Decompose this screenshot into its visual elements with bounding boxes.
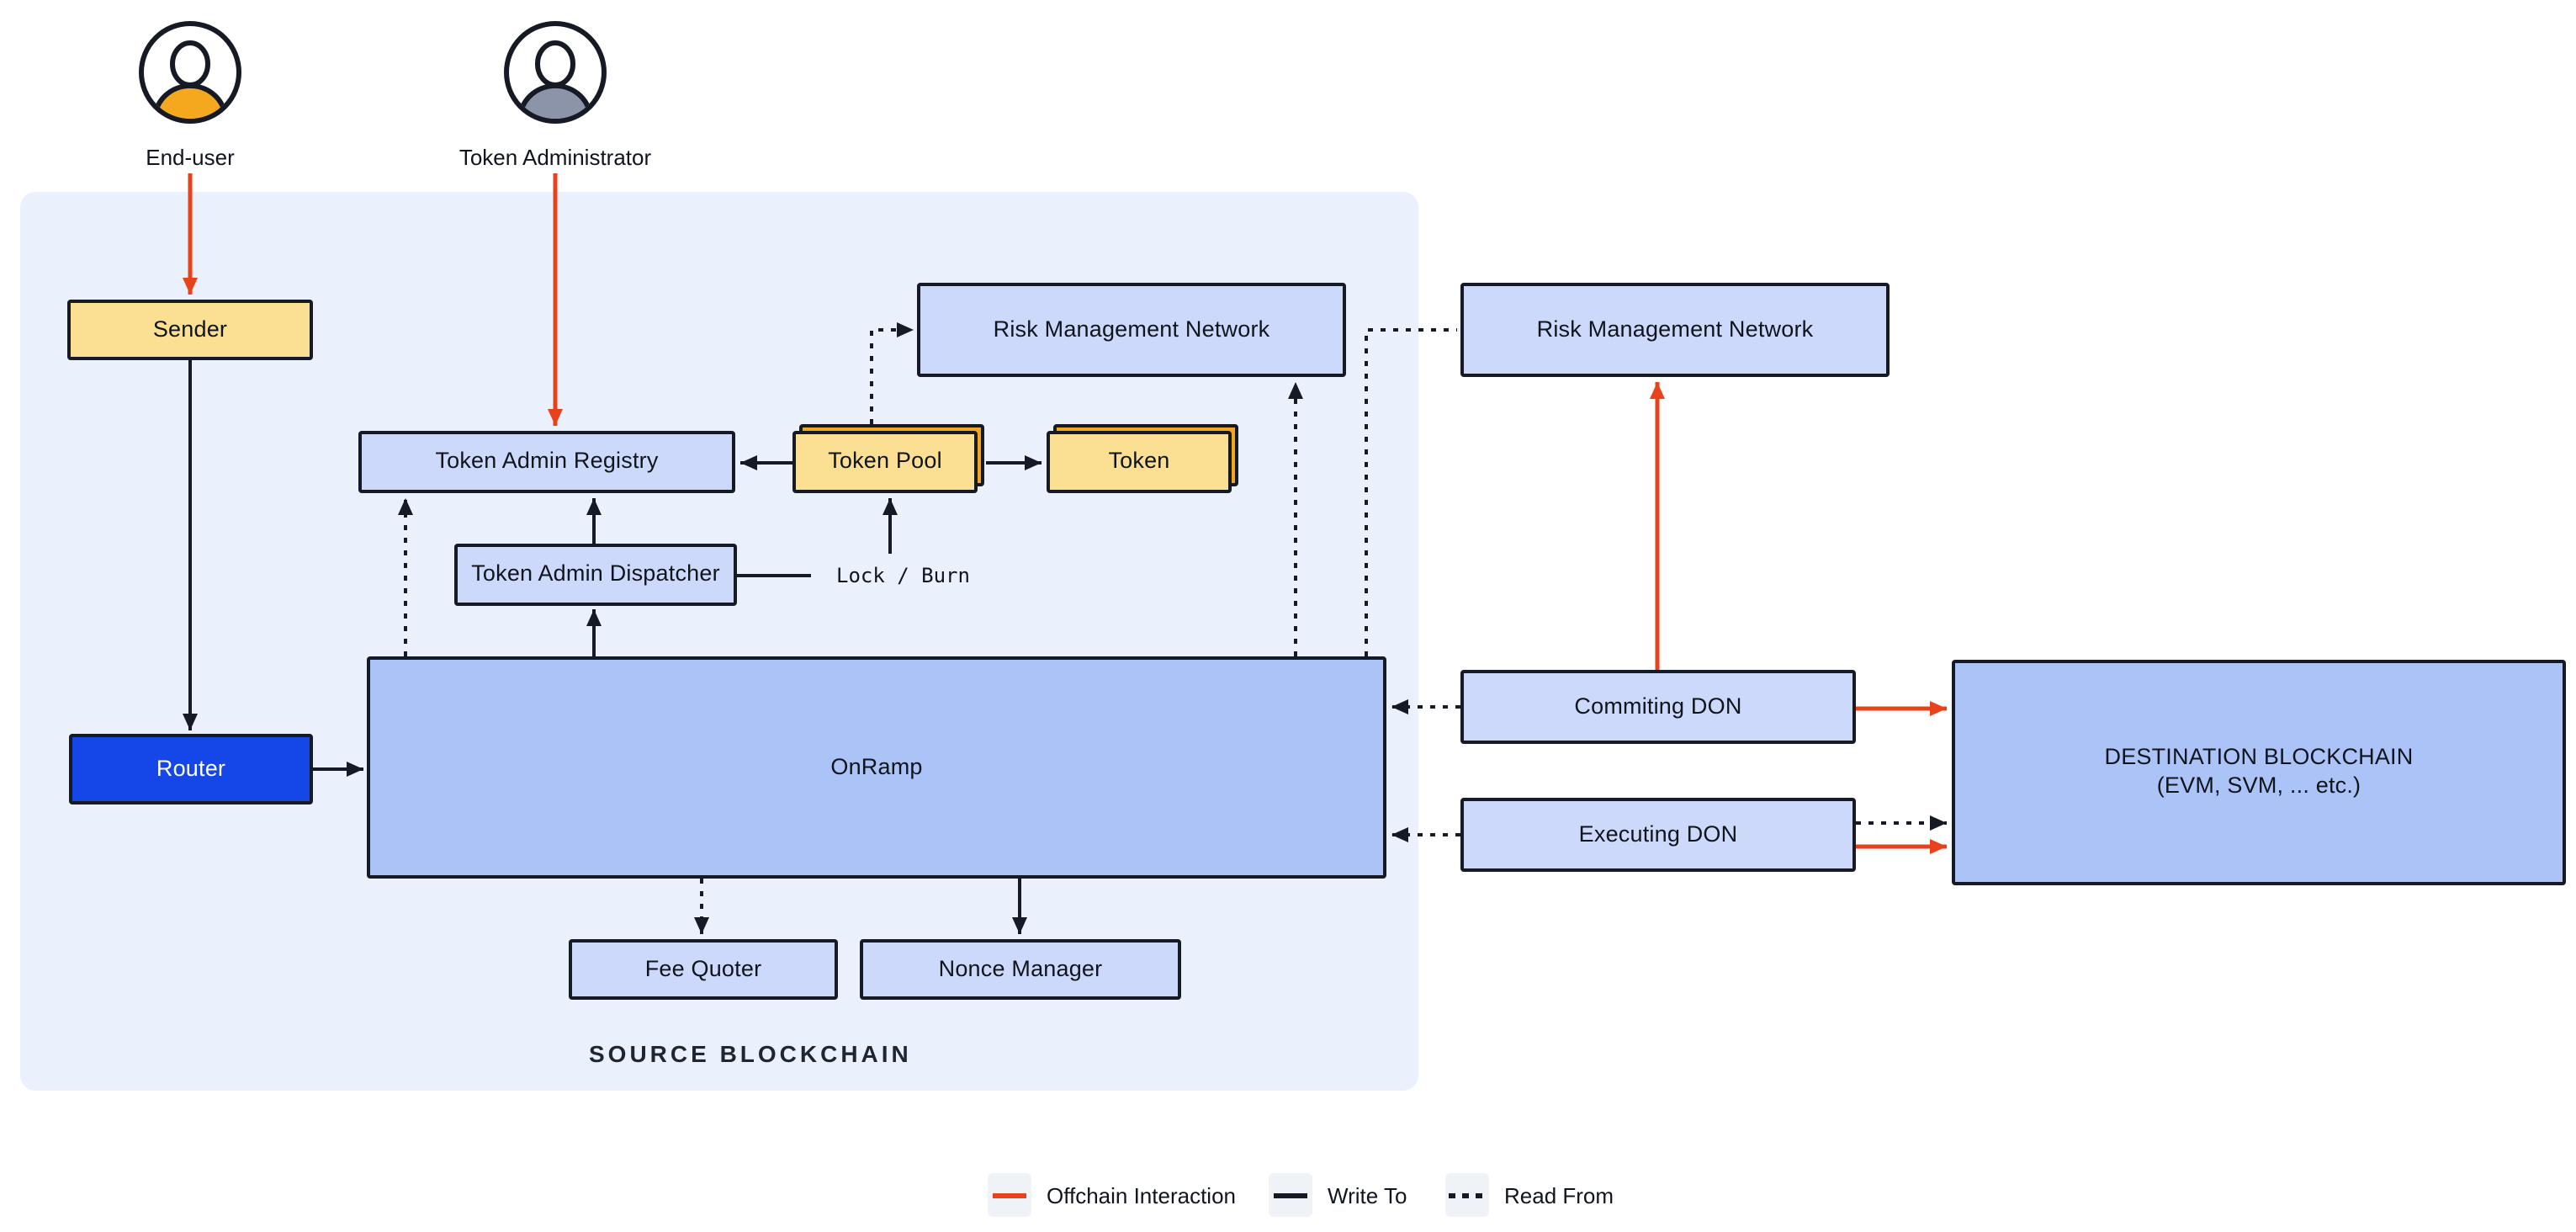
dashed-onramp-to-rmn-dest [1365,328,1457,656]
legend-item-read-from: Read From [1445,1173,1614,1217]
legend-label-read-from: Read From [1504,1182,1614,1208]
nonce-manager-node: Nonce Manager [860,939,1181,1000]
risk-management-network-source-node: Risk Management Network [917,283,1346,377]
token-admin-dispatcher-node: Token Admin Dispatcher [454,544,737,606]
risk-management-network-dest-node: Risk Management Network [1460,283,1890,377]
sender-node: Sender [67,300,313,360]
lock-burn-label: Lock / Burn [836,564,970,587]
legend-label-write-to: Write To [1328,1182,1407,1208]
end-user-label: End-user [146,145,235,170]
router-node: Router [69,734,313,805]
red-line-icon [993,1192,1026,1197]
legend-swatch-offchain [988,1173,1031,1217]
legend-label-offchain: Offchain Interaction [1047,1182,1236,1208]
solid-line-icon [1274,1192,1307,1197]
dashed-tokenpool-to-rmn-source [870,322,914,424]
token-administrator-label: Token Administrator [458,145,652,170]
legend-item-offchain: Offchain Interaction [988,1173,1236,1217]
commiting-don-node: Commiting DON [1460,670,1856,744]
destination-blockchain-node: DESTINATION BLOCKCHAIN (EVM, SVM, ... et… [1952,660,2566,885]
fee-quoter-node: Fee Quoter [569,939,838,1000]
legend-swatch-read-from [1445,1173,1489,1217]
executing-don-node: Executing DON [1460,798,1856,872]
destination-blockchain-line1: DESTINATION BLOCKCHAIN [2104,744,2414,770]
token-node: Token [1047,431,1232,493]
token-pool-node: Token Pool [792,431,978,493]
end-user-avatar [139,21,241,124]
onramp-node: OnRamp [367,656,1386,879]
legend-item-write-to: Write To [1269,1173,1407,1217]
dashed-line-icon [1449,1192,1486,1197]
token-admin-registry-node: Token Admin Registry [358,431,735,493]
legend-swatch-write-to [1269,1173,1312,1217]
token-administrator-avatar [504,21,607,124]
source-blockchain-label: SOURCE BLOCKCHAIN [589,1040,912,1067]
destination-blockchain-line2: (EVM, SVM, ... etc.) [2156,773,2361,798]
